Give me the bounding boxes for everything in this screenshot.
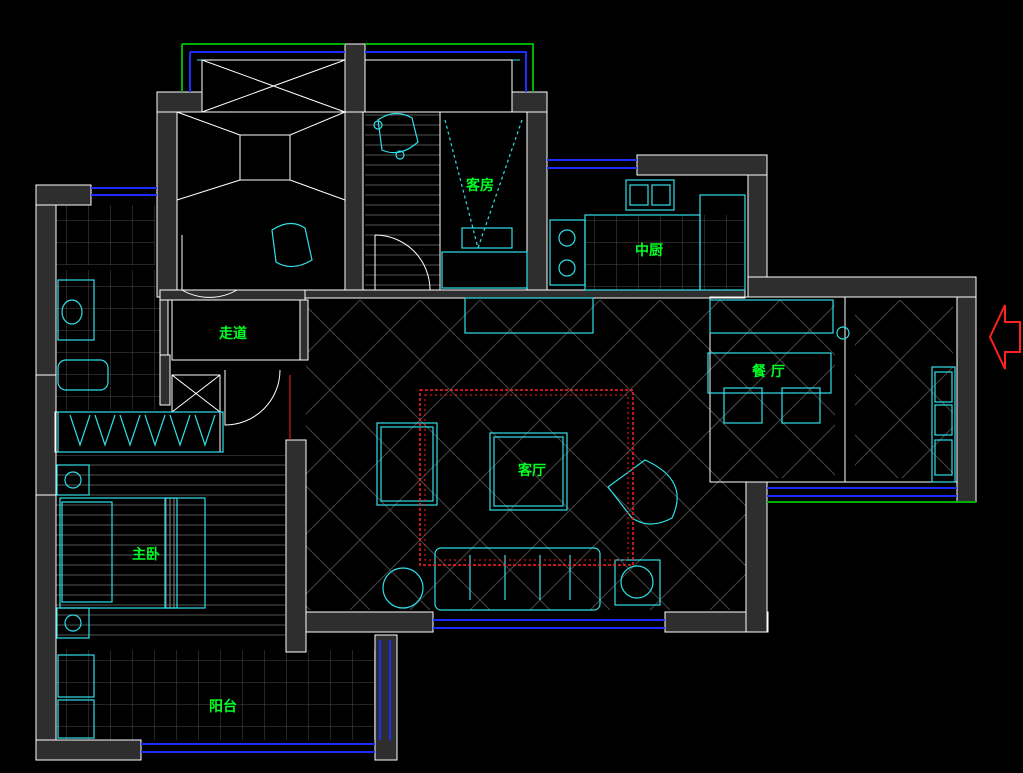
door-swings bbox=[181, 234, 431, 440]
toilet bbox=[57, 359, 109, 391]
side-table bbox=[382, 567, 424, 609]
nightstand-bottom bbox=[56, 607, 90, 639]
armchair-top-right bbox=[373, 112, 419, 160]
windows bbox=[91, 43, 976, 753]
label-balcony: 阳台 bbox=[209, 698, 237, 715]
label-guest-room: 客房 bbox=[465, 177, 494, 194]
living-room-rug bbox=[419, 389, 634, 566]
armchair-left bbox=[376, 422, 438, 506]
wash-basin bbox=[57, 279, 95, 341]
room-outlines bbox=[54, 59, 958, 483]
kitchen-sink bbox=[625, 179, 675, 211]
wardrobe bbox=[57, 411, 224, 453]
tv-cabinet bbox=[489, 432, 568, 511]
shoe-cabinet bbox=[931, 366, 956, 483]
floor-patterns bbox=[55, 112, 953, 740]
label-corridor: 走道 bbox=[219, 325, 247, 342]
furniture bbox=[56, 112, 956, 739]
armchair-top-left bbox=[271, 222, 313, 268]
nightstand-top bbox=[56, 464, 90, 496]
double-bed bbox=[59, 497, 206, 609]
entry-cabinet bbox=[464, 297, 594, 334]
armchair-right bbox=[607, 459, 678, 525]
entrance-arrow-icon bbox=[988, 304, 1021, 370]
sofa bbox=[434, 547, 601, 611]
label-kitchen: 中厨 bbox=[635, 242, 663, 259]
guest-room-desk bbox=[461, 227, 513, 249]
label-living-room: 客厅 bbox=[517, 462, 546, 479]
dining-counter bbox=[707, 352, 832, 394]
label-master-bedroom: 主卧 bbox=[132, 546, 160, 563]
label-dining: 餐 厅 bbox=[751, 363, 785, 380]
washing-machine bbox=[57, 699, 95, 739]
side-cabinet bbox=[614, 559, 661, 606]
